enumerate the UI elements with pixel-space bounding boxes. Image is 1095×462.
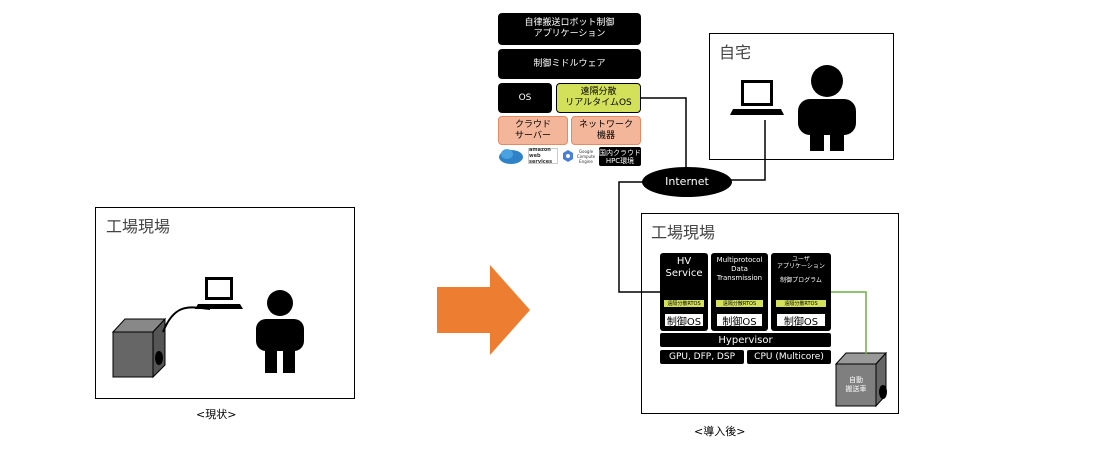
azure-logo-icon (499, 149, 523, 164)
after-caption: <導入後> (694, 425, 746, 438)
internet-label: Internet (665, 175, 709, 188)
app-to-robot-line (831, 291, 867, 355)
aws-logo-icon: amazon web services (528, 147, 558, 165)
current-caption: <現状> (196, 408, 237, 421)
multiprotocol-rtos: 遠隔分散RTOS (716, 300, 763, 307)
os-layer: OS (498, 83, 552, 113)
laptop-icon (730, 80, 784, 115)
rtos-layer: 遠隔分散 リアルタイムOS (556, 83, 641, 113)
person-icon (256, 290, 304, 373)
hv-service-os: 制御OS (664, 313, 704, 328)
laptop-icon (195, 277, 243, 309)
hv-service-title: HV Service (665, 256, 703, 279)
gpu-box: GPU, DFP, DSP (660, 350, 744, 364)
transition-arrow (437, 265, 530, 355)
home-scene (730, 65, 856, 151)
cloud-server-box: クラウド サーバー (498, 116, 568, 145)
hpc-box: 国内クラウド HPC環境 (599, 147, 641, 166)
google-engine-logo-icon (563, 150, 573, 162)
cpu-box: CPU (Multicore) (747, 350, 831, 364)
robot-icon (111, 317, 167, 379)
after-factory-title: 工場現場 (651, 223, 716, 242)
middleware-layer: 制御ミドルウェア (498, 49, 641, 79)
hv-service-rtos: 遠隔分散RTOS (664, 300, 704, 307)
user-app-title: ユーザ アプリケーション 制御プログラム (777, 256, 825, 284)
user-app-rtos: 遠隔分散RTOS (776, 300, 826, 307)
internet-cloud (642, 167, 732, 197)
robot-label: 自動 搬送車 (845, 376, 867, 393)
current-panel-title: 工場現場 (106, 217, 171, 236)
current-scene (111, 277, 304, 379)
network-box: ネットワーク 機器 (571, 116, 641, 145)
person-icon (798, 65, 856, 151)
multiprotocol-os: 制御OS (716, 313, 763, 328)
app-layer: 自律搬送ロボット制御 アプリケーション (498, 13, 641, 45)
hypervisor-bar: Hypervisor (660, 333, 831, 347)
google-engine-logo-text: Google Compute Engine (576, 148, 596, 164)
internet-to-factory-line (618, 181, 660, 293)
multiprotocol-title: Multiprotocol Data Transmission (716, 256, 763, 282)
home-to-internet-line (730, 120, 766, 181)
after-robot-icon (834, 351, 888, 408)
home-panel: 自宅 (709, 33, 894, 160)
rtos-to-internet-line (641, 97, 687, 168)
home-panel-title: 自宅 (719, 43, 752, 62)
user-app-os: 制御OS (776, 313, 826, 328)
